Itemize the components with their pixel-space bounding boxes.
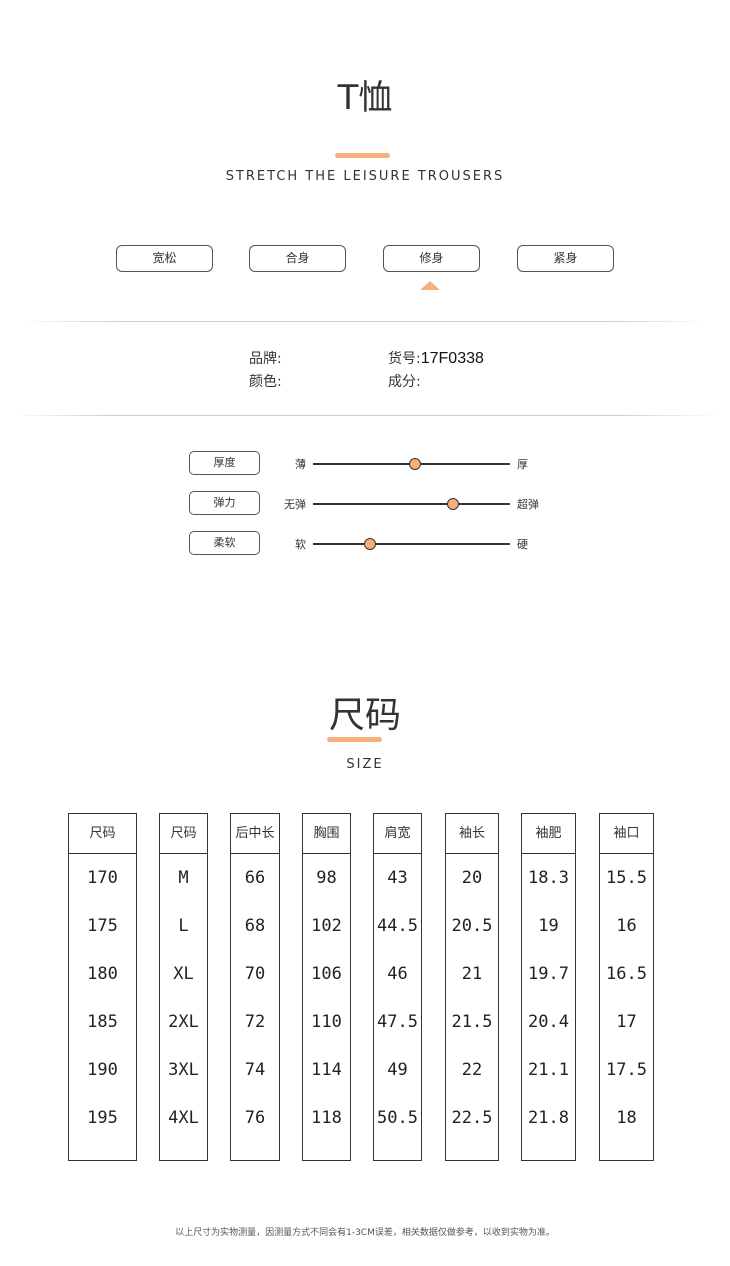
table-cell: 18 (616, 1108, 637, 1128)
table-cell: 185 (87, 1012, 118, 1032)
size-column: 肩宽 43 44.5 46 47.5 49 50.5 (373, 813, 422, 1161)
table-cell: 22 (461, 1060, 483, 1080)
table-cell: 175 (87, 916, 118, 936)
divider (20, 321, 710, 322)
divider (10, 415, 720, 416)
table-cell: XL (173, 964, 194, 984)
table-cell: 15.5 (606, 868, 647, 888)
table-cell: 114 (311, 1060, 342, 1080)
table-cell: 21 (461, 964, 483, 984)
attribute-label: 柔软 (189, 531, 260, 555)
table-cell: 44.5 (377, 916, 418, 936)
table-cell: 17.5 (606, 1060, 647, 1080)
table-cell: 70 (244, 964, 266, 984)
selected-fit-indicator (420, 281, 440, 290)
table-cell: 72 (244, 1012, 266, 1032)
table-cell: 46 (387, 964, 408, 984)
size-subtitle: SIZE (346, 757, 384, 772)
table-cell: 110 (311, 1012, 342, 1032)
attribute-max-label: 厚 (517, 458, 528, 471)
attribute-scale (313, 498, 510, 510)
table-cell: 66 (244, 868, 266, 888)
attribute-marker (364, 538, 377, 550)
column-header: 肩宽 (374, 814, 421, 854)
table-cell: 2XL (168, 1012, 199, 1032)
table-cell: 98 (316, 868, 337, 888)
table-cell: 20.4 (528, 1012, 569, 1032)
material-label: 成分: (388, 374, 421, 390)
attribute-marker (446, 498, 459, 510)
attribute-scale (313, 538, 510, 550)
attribute-max-label: 超弹 (517, 498, 539, 511)
table-cell: M (178, 868, 189, 888)
table-cell: 19 (538, 916, 559, 936)
fit-option-button[interactable]: 合身 (249, 245, 346, 272)
column-header: 尺码 (69, 814, 136, 854)
attribute-min-label: 薄 (295, 458, 306, 471)
table-cell: 4XL (168, 1108, 199, 1128)
table-cell: 170 (87, 868, 118, 888)
table-cell: 102 (311, 916, 342, 936)
sku-value: 17F0338 (420, 350, 484, 367)
table-cell: 43 (387, 868, 408, 888)
size-title-underline (327, 737, 382, 742)
table-cell: 20.5 (451, 916, 493, 936)
table-cell: 18.3 (528, 868, 569, 888)
size-column: 袖肥 18.3 19 19.7 20.4 21.1 21.8 (521, 813, 576, 1161)
column-header: 尺码 (160, 814, 207, 854)
table-cell: 16.5 (606, 964, 647, 984)
title-underline (335, 153, 390, 158)
fit-option-button[interactable]: 紧身 (517, 245, 614, 272)
attribute-min-label: 软 (295, 538, 306, 551)
table-cell: 190 (87, 1060, 118, 1080)
table-cell: 3XL (168, 1060, 199, 1080)
table-cell: 22.5 (451, 1108, 493, 1128)
size-column: 袖口 15.5 16 16.5 17 17.5 18 (599, 813, 654, 1161)
page-title: T恤 (337, 78, 393, 118)
size-column: 尺码 M L XL 2XL 3XL 4XL (159, 813, 208, 1161)
table-cell: 106 (311, 964, 342, 984)
table-cell: 74 (244, 1060, 266, 1080)
column-header: 胸围 (303, 814, 350, 854)
table-cell: L (178, 916, 189, 936)
size-title: 尺码 (328, 695, 401, 736)
footnote: 以上尺寸为实物测量，因测量方式不同会有1-3CM误差，相关数据仅做参考，以收到实… (175, 1228, 555, 1238)
table-cell: 19.7 (528, 964, 569, 984)
column-header: 袖口 (600, 814, 653, 854)
table-cell: 76 (244, 1108, 266, 1128)
attribute-label: 弹力 (189, 491, 260, 515)
table-cell: 49 (387, 1060, 408, 1080)
size-column: 袖长 20 20.5 21 21.5 22 22.5 (445, 813, 499, 1161)
column-header: 袖肥 (522, 814, 575, 854)
table-cell: 20 (461, 868, 483, 888)
table-cell: 50.5 (377, 1108, 418, 1128)
size-column: 后中长 66 68 70 72 74 76 (230, 813, 280, 1161)
table-cell: 195 (87, 1108, 118, 1128)
brand-label: 品牌: (249, 351, 282, 367)
column-header: 后中长 (231, 814, 279, 854)
table-cell: 21.1 (528, 1060, 569, 1080)
attribute-min-label: 无弹 (284, 498, 306, 511)
table-cell: 118 (311, 1108, 342, 1128)
size-column: 胸围 98 102 106 110 114 118 (302, 813, 351, 1161)
column-header: 袖长 (446, 814, 498, 854)
sku-label: 货号: (388, 351, 421, 367)
table-cell: 68 (244, 916, 266, 936)
table-cell: 17 (616, 1012, 637, 1032)
color-label: 颜色: (249, 374, 282, 390)
attribute-label: 厚度 (189, 451, 260, 475)
attribute-scale (313, 458, 510, 470)
table-cell: 21.5 (451, 1012, 493, 1032)
attribute-marker (409, 458, 422, 470)
table-cell: 21.8 (528, 1108, 569, 1128)
table-cell: 180 (87, 964, 118, 984)
fit-option-button[interactable]: 宽松 (116, 245, 213, 272)
table-cell: 16 (616, 916, 637, 936)
page-subtitle: STRETCH THE LEISURE TROUSERS (225, 169, 505, 184)
fit-option-button[interactable]: 修身 (383, 245, 480, 272)
size-column: 尺码 170 175 180 185 190 195 (68, 813, 137, 1161)
attribute-max-label: 硬 (517, 538, 528, 551)
table-cell: 47.5 (377, 1012, 418, 1032)
